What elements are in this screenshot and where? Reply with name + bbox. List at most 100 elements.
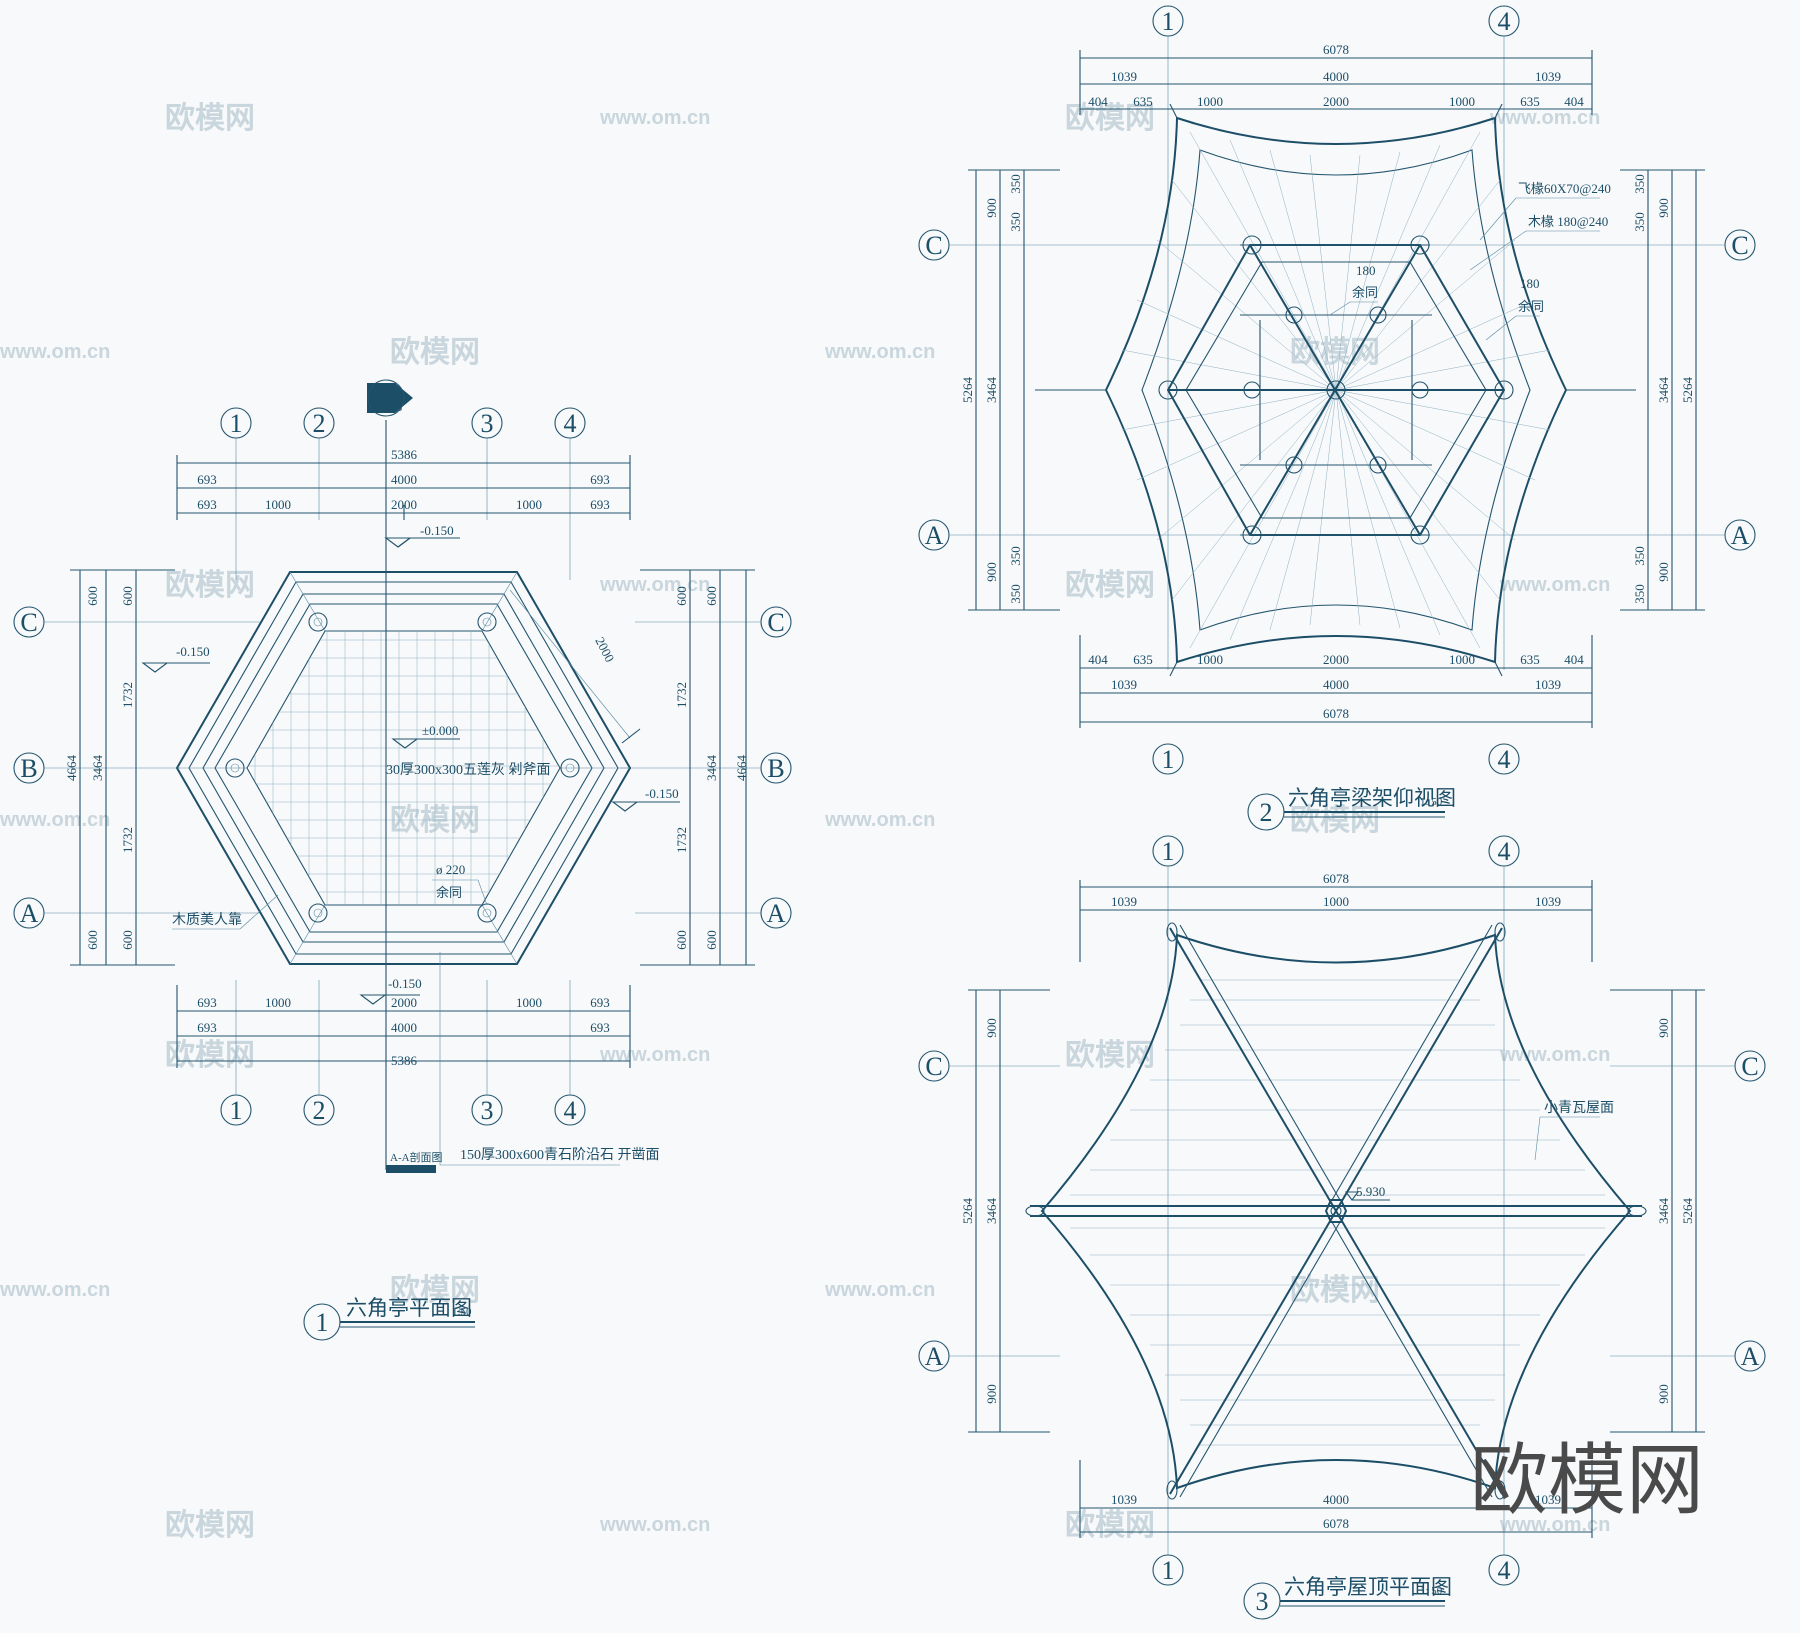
watermark-url: www.om.cn xyxy=(599,574,710,596)
svg-text:4: 4 xyxy=(564,409,577,438)
svg-text:1: 1 xyxy=(230,1096,243,1125)
svg-text:3464: 3464 xyxy=(984,1198,999,1225)
watermark-url: www.om.cn xyxy=(0,1279,110,1301)
svg-text:1: 1 xyxy=(230,409,243,438)
svg-text:4: 4 xyxy=(1498,7,1511,36)
svg-text:635: 635 xyxy=(1520,652,1540,667)
svg-text:1039: 1039 xyxy=(1111,677,1137,692)
svg-text:C: C xyxy=(1731,231,1748,260)
svg-text:±0.000: ±0.000 xyxy=(422,723,458,738)
svg-text:693: 693 xyxy=(197,497,217,512)
svg-text:1732: 1732 xyxy=(120,682,135,708)
roof-dims-bottom: 1039 4000 1039 6078 xyxy=(1079,1460,1593,1538)
svg-text:1000: 1000 xyxy=(1323,894,1349,909)
watermark-url: www.om.cn xyxy=(0,809,110,831)
svg-text:1000: 1000 xyxy=(1449,94,1475,109)
svg-text:6078: 6078 xyxy=(1323,706,1349,721)
svg-text:2: 2 xyxy=(1260,798,1273,827)
svg-text:4000: 4000 xyxy=(1323,677,1349,692)
section-cut: 2 D4.01.3 A-A剖面图 xyxy=(367,379,443,1173)
svg-text:-0.150: -0.150 xyxy=(645,786,679,801)
axis-bubbles-top: 1 2 3 4 xyxy=(220,407,586,580)
svg-text:1039: 1039 xyxy=(1111,69,1137,84)
watermarks: 欧模网 www.om.cn 欧模网 www.om.cn 欧模网 www.om.c… xyxy=(0,102,1610,1542)
svg-text:5386: 5386 xyxy=(391,1053,418,1068)
svg-text:3: 3 xyxy=(1256,1587,1269,1616)
svg-text:5264: 5264 xyxy=(960,1198,975,1225)
svg-text:350: 350 xyxy=(1632,584,1647,604)
svg-text:900: 900 xyxy=(984,198,999,218)
svg-text:350: 350 xyxy=(1008,546,1023,566)
svg-text:B: B xyxy=(20,754,37,783)
roof-dims-left: 5264 900 3464 900 xyxy=(960,989,1050,1433)
svg-text:A: A xyxy=(20,899,39,928)
watermark-logo: 欧模网 xyxy=(1065,569,1155,602)
svg-text:1: 1 xyxy=(1162,1556,1175,1585)
svg-text:900: 900 xyxy=(984,562,999,582)
svg-text:余同: 余同 xyxy=(1518,299,1544,314)
svg-text:900: 900 xyxy=(1656,562,1671,582)
dims-top: 5386 693 4000 693 693 1000 2000 1000 693 xyxy=(176,447,631,520)
watermark-url: www.om.cn xyxy=(824,809,935,831)
svg-text:ø 220: ø 220 xyxy=(436,862,465,877)
beam-plan-title: 2 六角亭梁架仰视图 1: 50 xyxy=(1247,786,1456,831)
svg-text:1000: 1000 xyxy=(265,497,291,512)
svg-text:350: 350 xyxy=(1632,546,1647,566)
svg-text:六角亭平面图: 六角亭平面图 xyxy=(346,1296,472,1320)
svg-text:1000: 1000 xyxy=(1449,652,1475,667)
section-marker xyxy=(367,383,413,413)
svg-text:350: 350 xyxy=(1632,212,1647,232)
svg-text:1: 1 xyxy=(1162,837,1175,866)
floor-columns xyxy=(225,612,580,923)
svg-text:404: 404 xyxy=(1088,652,1108,667)
dims-left: 600 4664 600 600 1732 3464 1732 600 xyxy=(64,569,175,966)
svg-text:600: 600 xyxy=(704,586,719,606)
svg-text:余同: 余同 xyxy=(436,885,462,900)
svg-text:350: 350 xyxy=(1008,174,1023,194)
beam-dims-bottom: 404 635 1000 2000 1000 635 404 1039 4000… xyxy=(1079,635,1593,728)
floor-hexagon xyxy=(175,571,632,965)
svg-text:3: 3 xyxy=(481,409,494,438)
svg-text:635: 635 xyxy=(1520,94,1540,109)
svg-text:5264: 5264 xyxy=(1680,377,1695,404)
svg-text:4: 4 xyxy=(564,1096,577,1125)
roof-plan: 1 4 1 4 C A C A 6078 1039 1000 1039 xyxy=(918,835,1766,1620)
floor-plan: 1 2 3 4 1 2 3 4 C B A C B A xyxy=(13,379,792,1341)
svg-text:1039: 1039 xyxy=(1535,894,1561,909)
svg-text:2: 2 xyxy=(382,382,391,401)
svg-text:-0.150: -0.150 xyxy=(388,976,422,991)
svg-text:1039: 1039 xyxy=(1111,894,1137,909)
svg-text:A: A xyxy=(925,521,944,550)
svg-text:1039: 1039 xyxy=(1535,1492,1561,1507)
svg-text:600: 600 xyxy=(120,586,135,606)
svg-text:1000: 1000 xyxy=(1197,94,1223,109)
svg-text:600: 600 xyxy=(85,930,100,950)
svg-text:693: 693 xyxy=(590,497,610,512)
svg-text:900: 900 xyxy=(984,1384,999,1404)
svg-text:600: 600 xyxy=(704,930,719,950)
svg-text:1000: 1000 xyxy=(265,995,291,1010)
svg-text:1000: 1000 xyxy=(1197,652,1223,667)
svg-text:4000: 4000 xyxy=(1323,1492,1349,1507)
svg-text:4: 4 xyxy=(1498,1556,1511,1585)
watermark-logo: 欧模网 xyxy=(165,569,255,602)
svg-text:-0.150: -0.150 xyxy=(176,644,210,659)
svg-text:350: 350 xyxy=(1008,584,1023,604)
svg-text:635: 635 xyxy=(1133,94,1153,109)
beam-dims-right: 350 350 350 350 900 3464 900 5264 xyxy=(1620,169,1705,611)
watermark-url: www.om.cn xyxy=(824,341,935,363)
svg-text:1732: 1732 xyxy=(674,682,689,708)
svg-text:5.930: 5.930 xyxy=(1356,1184,1385,1199)
svg-text:木椽 180@240: 木椽 180@240 xyxy=(1528,214,1608,229)
beam-frame xyxy=(1158,235,1514,545)
svg-text:2000: 2000 xyxy=(391,497,417,512)
svg-text:A: A xyxy=(1741,1342,1760,1371)
watermark-url: www.om.cn xyxy=(599,1044,710,1066)
watermark-logo: 欧模网 xyxy=(1290,336,1380,369)
svg-text:1: 1 xyxy=(1162,7,1175,36)
watermark-url: www.om.cn xyxy=(1489,107,1600,129)
svg-text:-0.150: -0.150 xyxy=(420,523,454,538)
svg-text:A: A xyxy=(1731,521,1750,550)
svg-text:1039: 1039 xyxy=(1535,677,1561,692)
